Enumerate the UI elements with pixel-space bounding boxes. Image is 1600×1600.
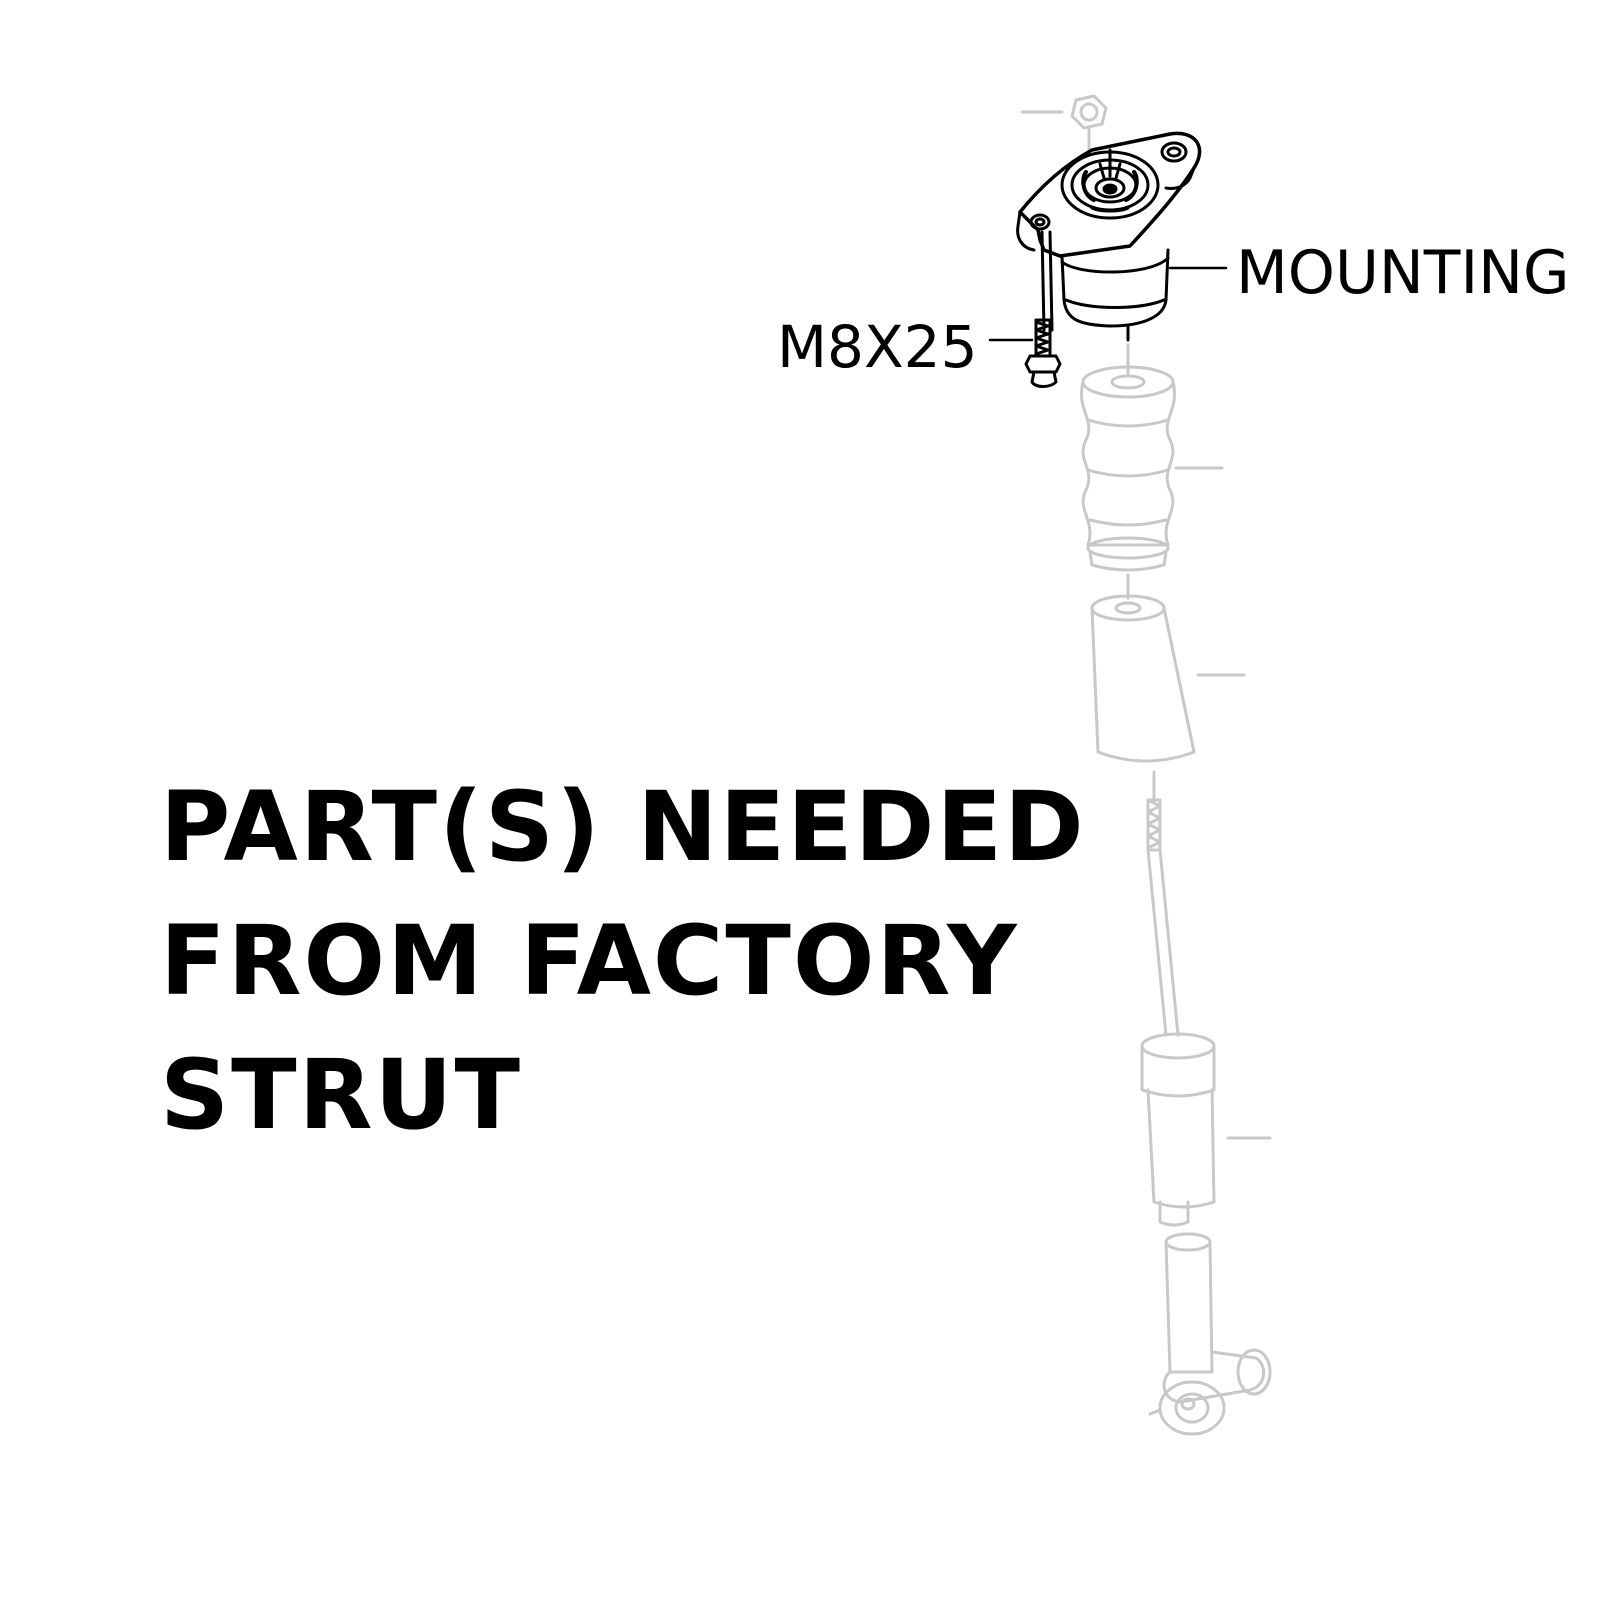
top-nut — [1070, 94, 1108, 152]
parts-needed-heading: PART(S) NEEDED FROM FACTORY STRUT — [160, 760, 1086, 1162]
dust-boot — [1090, 573, 1196, 763]
strut-mount — [1016, 131, 1202, 342]
heading-line-3: STRUT — [160, 1039, 522, 1151]
needed-parts-group — [988, 131, 1228, 388]
shock-absorber-body — [1140, 1032, 1272, 1436]
heading-line-2: FROM FACTORY — [160, 905, 1019, 1017]
faded-parts-group — [1020, 94, 1272, 1436]
m8x25-bolt — [1024, 318, 1062, 388]
mounting-label: MOUNTING — [1236, 238, 1570, 308]
shock-piston-rod — [1146, 770, 1180, 1037]
bump-stop — [1080, 343, 1176, 572]
heading-line-1: PART(S) NEEDED — [160, 771, 1086, 883]
bolt-size-label: M8X25 — [777, 313, 978, 381]
